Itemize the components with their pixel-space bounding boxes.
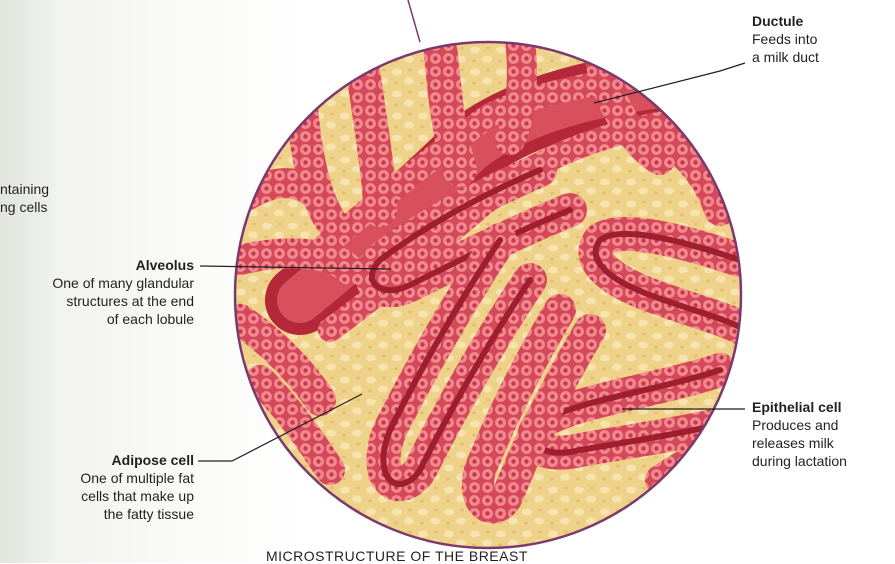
cut-off-label: ntaining ng cells bbox=[0, 180, 49, 216]
cut-off-label-line-2: ng cells bbox=[0, 198, 49, 216]
detail-connector-line bbox=[408, 0, 420, 42]
figure-caption: MICROSTRUCTURE OF THE BREAST bbox=[266, 548, 528, 564]
alveolus-desc-line-2: structures at the end bbox=[52, 292, 194, 310]
adipose-desc-line-2: cells that make up bbox=[80, 487, 194, 505]
epithelial-title: Epithelial cell bbox=[752, 398, 847, 416]
alveolus-desc-line-1: One of many glandular bbox=[52, 274, 194, 292]
ductule-desc-line-1: Feeds into bbox=[752, 30, 819, 48]
adipose-cell-label: Adipose cell One of multiple fat cells t… bbox=[80, 451, 194, 523]
alveolus-desc-line-3: of each lobule bbox=[52, 310, 194, 328]
ductule-desc-line-2: a milk duct bbox=[752, 48, 819, 66]
epithelial-desc-line-1: Produces and bbox=[752, 416, 847, 434]
ductule-title: Ductule bbox=[752, 12, 819, 30]
adipose-desc-line-1: One of multiple fat bbox=[80, 469, 194, 487]
cut-off-label-line-1: ntaining bbox=[0, 180, 49, 198]
ductule-label: Ductule Feeds into a milk duct bbox=[752, 12, 819, 66]
epithelial-desc-line-3: during lactation bbox=[752, 452, 847, 470]
adipose-title: Adipose cell bbox=[80, 451, 194, 469]
epithelial-cell-label: Epithelial cell Produces and releases mi… bbox=[752, 398, 847, 470]
alveolus-title: Alveolus bbox=[52, 256, 194, 274]
epithelial-desc-line-2: releases milk bbox=[752, 434, 847, 452]
adipose-desc-line-3: the fatty tissue bbox=[80, 505, 194, 523]
alveolus-label: Alveolus One of many glandular structure… bbox=[52, 256, 194, 328]
